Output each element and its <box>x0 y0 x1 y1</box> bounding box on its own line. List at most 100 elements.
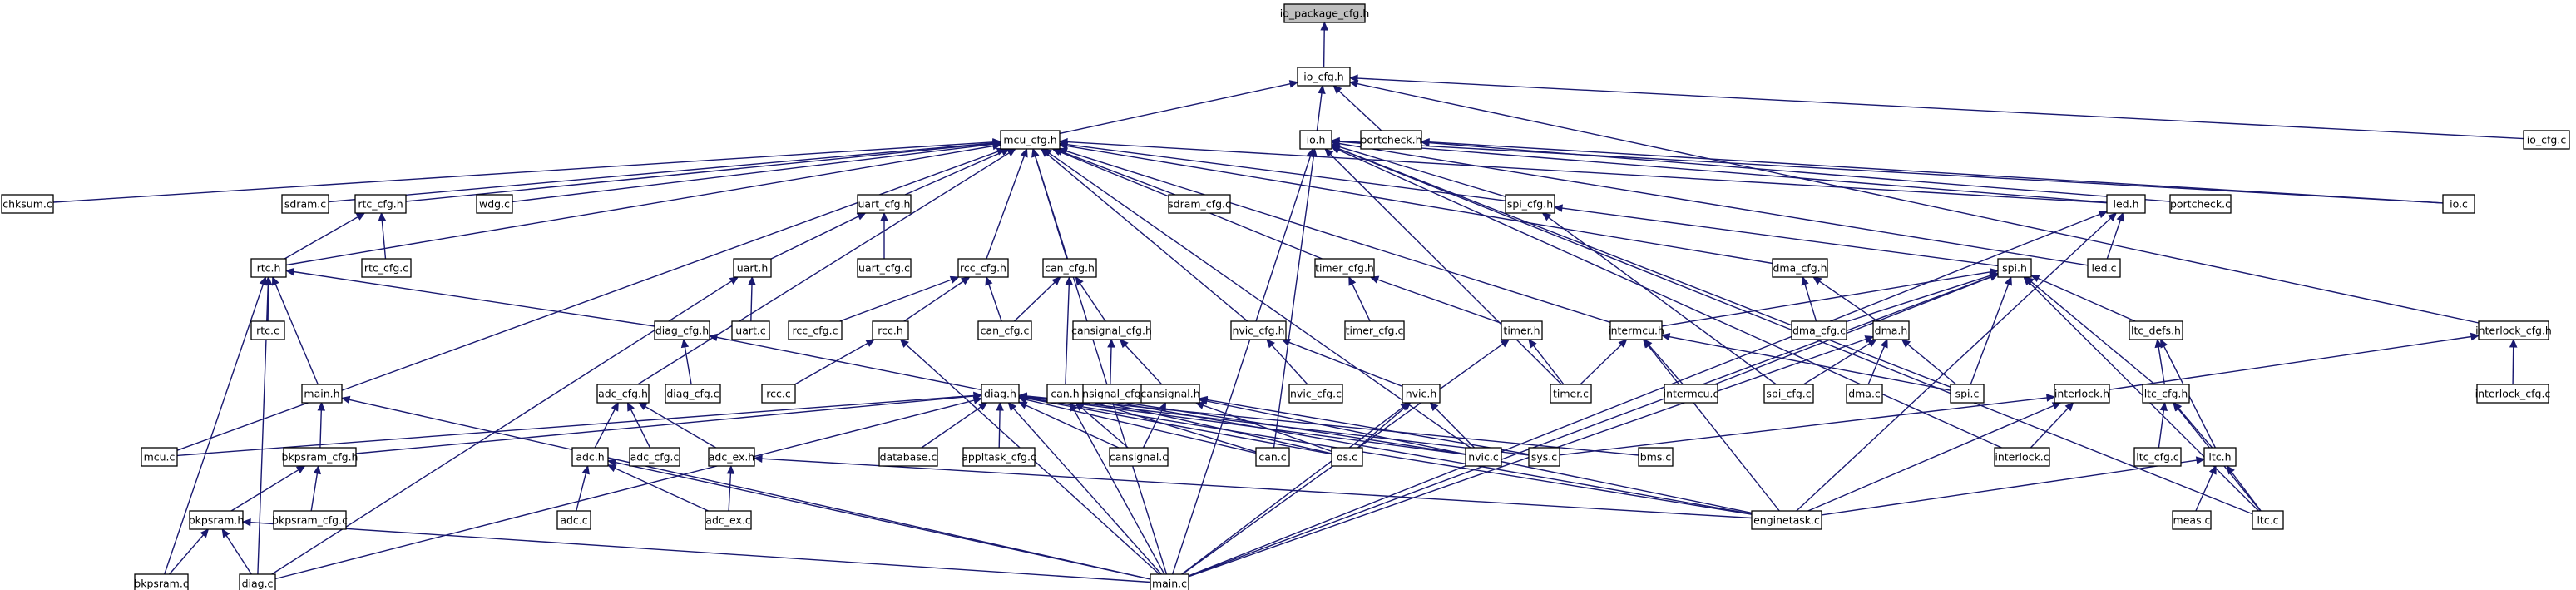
node-box[interactable] <box>962 447 1036 467</box>
node-box[interactable] <box>250 320 285 340</box>
node-box[interactable] <box>1314 258 1375 278</box>
node-box[interactable] <box>2106 194 2146 214</box>
node-bkpsram-cfg-h[interactable]: bkpsram_cfg.h <box>282 447 358 467</box>
node-uart-c[interactable]: uart.c <box>731 320 770 340</box>
node-spi-h[interactable]: spi.h <box>1997 258 2032 278</box>
node-box[interactable] <box>2203 447 2237 467</box>
node-box[interactable] <box>134 573 189 590</box>
node-interlock-cfg-h[interactable]: interlock_cfg.h <box>2475 320 2552 340</box>
node-rtc-cfg-h[interactable]: rtc_cfg.h <box>354 194 407 214</box>
node-sys-c[interactable]: sys.c <box>1528 447 1560 467</box>
node-cansignal-h[interactable]: cansignal.h <box>1140 384 1200 404</box>
node-box[interactable] <box>1846 384 1883 404</box>
node-io-cfg-h[interactable]: io_cfg.h <box>1297 67 1351 87</box>
node-diag-c[interactable]: diag.c <box>239 573 276 590</box>
node-box[interactable] <box>788 320 843 340</box>
node-adc-ex-c[interactable]: adc_ex.c <box>705 510 752 530</box>
node-box[interactable] <box>981 384 1020 404</box>
node-timer-h[interactable]: timer.h <box>1501 320 1543 340</box>
node-box[interactable] <box>2172 510 2212 530</box>
node-portcheck-h[interactable]: portcheck.h <box>1360 130 1422 150</box>
node-spi-cfg-h[interactable]: spi_cfg.h <box>1505 194 1555 214</box>
node-adc-h[interactable]: adc.h <box>571 447 609 467</box>
node-io-h[interactable]: io.h <box>1299 130 1332 150</box>
node-box[interactable] <box>476 194 513 214</box>
node-can-cfg-h[interactable]: can_cfg.h <box>1042 258 1097 278</box>
node-uart-cfg-c[interactable]: uart_cfg.c <box>857 258 912 278</box>
node-bms-c[interactable]: bms.c <box>1638 447 1674 467</box>
node-box[interactable] <box>1168 194 1231 214</box>
node-box[interactable] <box>1528 447 1560 467</box>
node-uart-h[interactable]: uart.h <box>733 258 772 278</box>
node-box[interactable] <box>354 194 407 214</box>
node-box[interactable] <box>1299 130 1332 150</box>
node-ltc-defs-h[interactable]: ltc_defs.h <box>2129 320 2183 340</box>
node-diag-h[interactable]: diag.h <box>981 384 1020 404</box>
node-box[interactable] <box>556 510 591 530</box>
node-ltc-cfg-c[interactable]: ltc_cfg.c <box>2133 447 2182 467</box>
node-wdg-c[interactable]: wdg.c <box>476 194 513 214</box>
node-box[interactable] <box>1501 320 1543 340</box>
node-cansignal-c[interactable]: cansignal.c <box>1109 447 1169 467</box>
node-box[interactable] <box>1751 510 1822 530</box>
node-box[interactable] <box>857 194 912 214</box>
node-box[interactable] <box>1791 320 1847 340</box>
node-ltc-c[interactable]: ltc.c <box>2252 510 2284 530</box>
node-box[interactable] <box>1609 320 1663 340</box>
node-box[interactable] <box>1997 258 2032 278</box>
node-box[interactable] <box>283 447 357 467</box>
node-timer-c[interactable]: timer.c <box>1550 384 1592 404</box>
node-box[interactable] <box>1109 447 1169 467</box>
node-dma-c[interactable]: dma.c <box>1846 384 1883 404</box>
node-adc-ex-h[interactable]: adc_ex.h <box>708 447 755 467</box>
node-box[interactable] <box>2442 194 2475 214</box>
node-box[interactable] <box>872 320 909 340</box>
node-rcc-c[interactable]: rcc.c <box>761 384 796 404</box>
node-io-cfg-c[interactable]: io_cfg.c <box>2523 130 2570 150</box>
node-box[interactable] <box>1872 320 1910 340</box>
node-mcu-c[interactable]: mcu.c <box>141 447 178 467</box>
node-box[interactable] <box>1344 320 1405 340</box>
node-rcc-cfg-h[interactable]: rcc_cfg.h <box>957 258 1009 278</box>
node-rcc-h[interactable]: rcc.h <box>872 320 909 340</box>
node-spi-cfg-c[interactable]: spi_cfg.c <box>1763 384 1814 404</box>
node-meas-c[interactable]: meas.c <box>2172 510 2212 530</box>
node-box[interactable] <box>2476 384 2549 404</box>
node-chksum-c[interactable]: chksum.c <box>1 194 54 214</box>
node-interlock-c[interactable]: interlock.c <box>1994 447 2050 467</box>
node-box[interactable] <box>1297 67 1351 87</box>
node-nvic-cfg-h[interactable]: nvic_cfg.h <box>1230 320 1287 340</box>
node-box[interactable] <box>1288 384 1343 404</box>
node-dma-cfg-c[interactable]: dma_cfg.c <box>1791 320 1847 340</box>
node-main-h[interactable]: main.h <box>301 384 343 404</box>
node-box[interactable] <box>239 573 276 590</box>
node-dma-h[interactable]: dma.h <box>1872 320 1910 340</box>
node-spi-c[interactable]: spi.c <box>1950 384 1985 404</box>
node-box[interactable] <box>1402 384 1441 404</box>
node-bkpsram-h[interactable]: bkpsram.h <box>189 510 245 530</box>
node-io-package-cfg-h[interactable]: io_package_cfg.h <box>1280 3 1370 23</box>
node-led-c[interactable]: led.c <box>2087 258 2121 278</box>
node-box[interactable] <box>665 384 721 404</box>
node-ltc-cfg-h[interactable]: ltc_cfg.h <box>2142 384 2190 404</box>
node-box[interactable] <box>1150 573 1189 590</box>
node-box[interactable] <box>1763 384 1814 404</box>
node-box[interactable] <box>1772 258 1828 278</box>
node-box[interactable] <box>1230 320 1287 340</box>
node-rcc-cfg-c[interactable]: rcc_cfg.c <box>788 320 843 340</box>
node-box[interactable] <box>705 510 752 530</box>
node-timer-cfg-h[interactable]: timer_cfg.h <box>1314 258 1375 278</box>
node-box[interactable] <box>1505 194 1555 214</box>
node-nvic-h[interactable]: nvic.h <box>1402 384 1441 404</box>
node-box[interactable] <box>731 320 770 340</box>
node-nvic-cfg-c[interactable]: nvic_cfg.c <box>1288 384 1343 404</box>
node-dma-cfg-h[interactable]: dma_cfg.h <box>1772 258 1828 278</box>
node-box[interactable] <box>733 258 772 278</box>
node-appltask-cfg-c[interactable]: appltask_cfg.c <box>962 447 1036 467</box>
node-io-c[interactable]: io.c <box>2442 194 2475 214</box>
node-can-cfg-c[interactable]: can_cfg.c <box>977 320 1032 340</box>
node-diag-cfg-h[interactable]: diag_cfg.h <box>654 320 710 340</box>
node-main-c[interactable]: main.c <box>1150 573 1189 590</box>
node-box[interactable] <box>761 384 796 404</box>
node-nvic-c[interactable]: nvic.c <box>1465 447 1502 467</box>
